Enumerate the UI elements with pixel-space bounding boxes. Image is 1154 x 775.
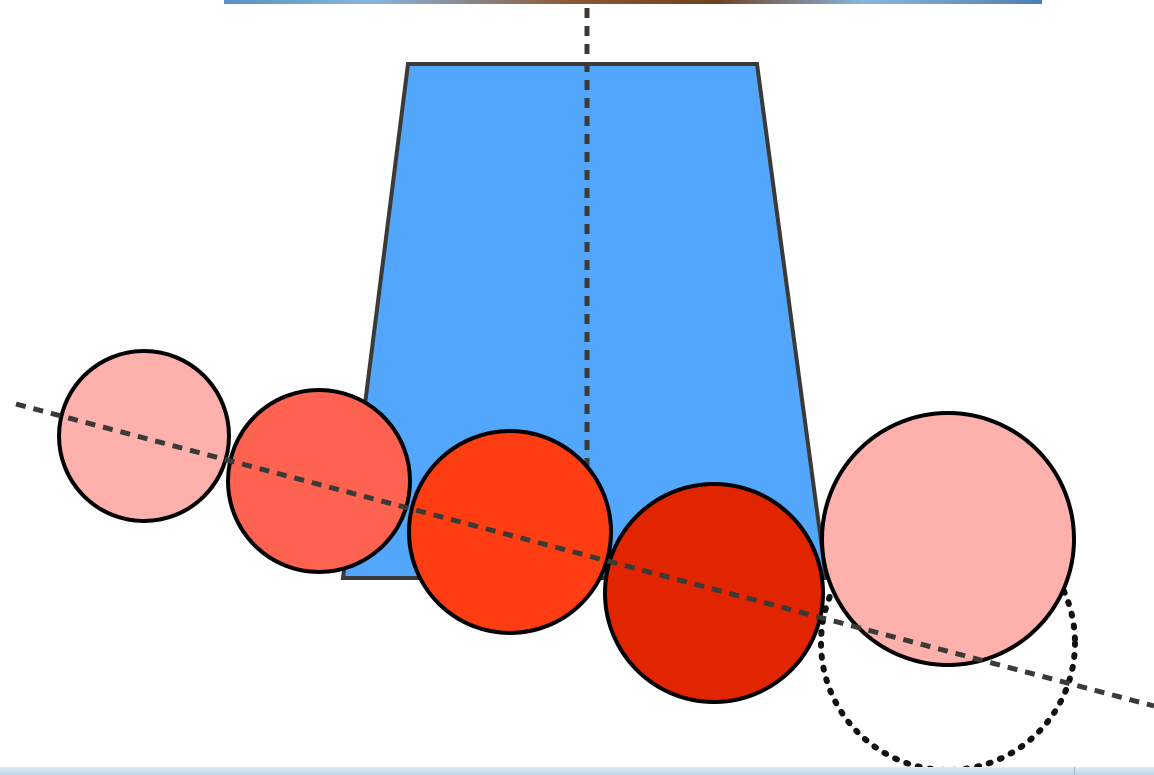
- circle-3-orange-red: [407, 429, 613, 635]
- bottom-toolbar-strip: [0, 767, 1154, 775]
- circle-4-red: [603, 482, 825, 704]
- circle-2-salmon: [226, 388, 412, 574]
- bottom-divider: [1074, 767, 1075, 775]
- circle-5-light-pink-large: [820, 411, 1076, 667]
- diagonal-dashed-line: [15, 401, 1154, 709]
- top-image-strip: [224, 0, 1042, 4]
